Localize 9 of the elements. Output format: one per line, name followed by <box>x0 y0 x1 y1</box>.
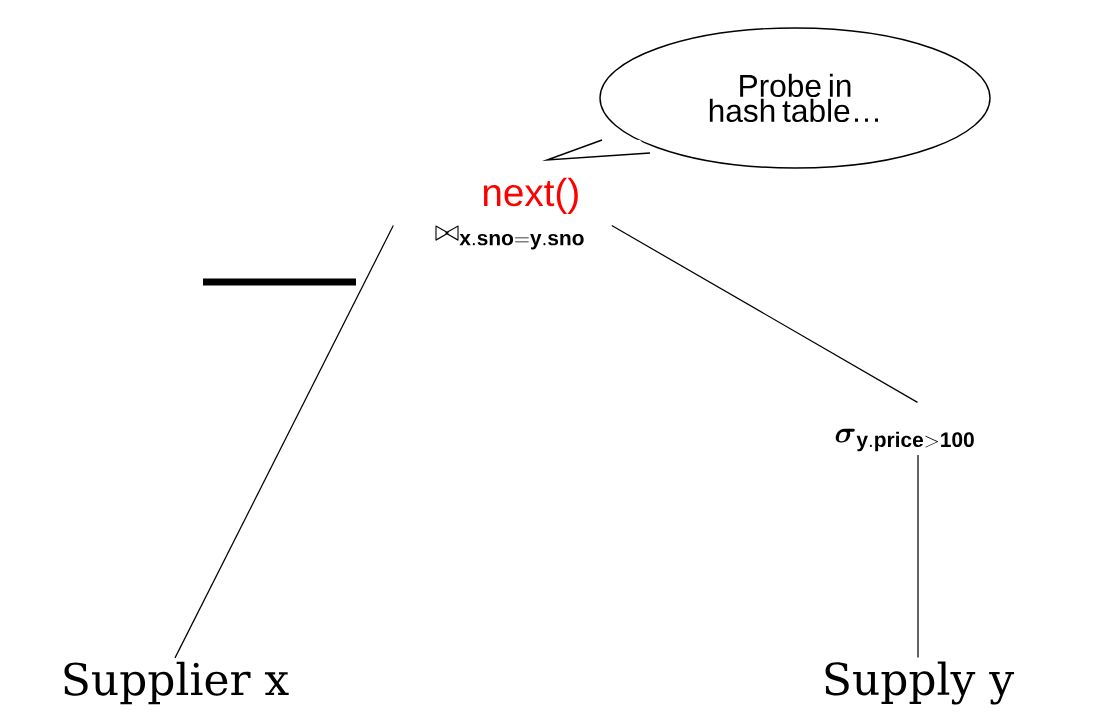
operator-label: $\boldsymbol{\sigma}_{\mathbf{y.price>100}}$ <box>835 428 974 452</box>
tree-edge <box>174 224 394 659</box>
relation-label: Supplier x <box>64 661 289 705</box>
call-label: next() <box>483 177 578 214</box>
speech-bubble: Probe in hash table… <box>542 27 991 169</box>
operator-label: $\bowtie_{\mathbf{x.sno=y.sno}}$ <box>435 225 584 250</box>
tree-edge <box>611 224 919 403</box>
relation-label: Supply y <box>825 661 1014 705</box>
tree-edge <box>917 454 919 659</box>
